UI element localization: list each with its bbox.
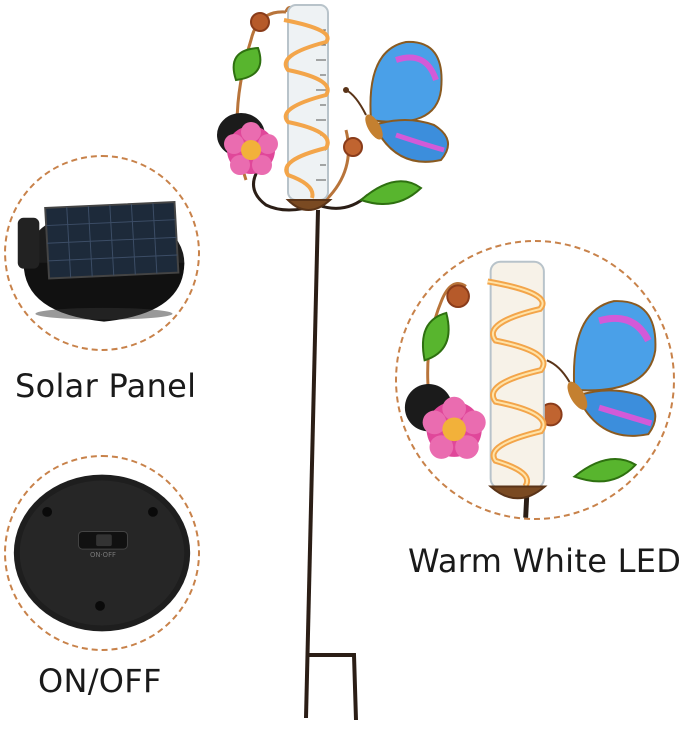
butterfly bbox=[343, 40, 449, 163]
copper-bead bbox=[343, 137, 363, 157]
screw-hole bbox=[148, 506, 158, 517]
solar-cells bbox=[44, 201, 180, 280]
solar-panel-label: Solar Panel bbox=[15, 367, 197, 405]
led-lit-image bbox=[404, 260, 657, 518]
flower bbox=[224, 122, 278, 175]
rain-gauge-stake bbox=[217, 4, 449, 721]
on-off-label: ON/OFF bbox=[38, 662, 162, 700]
screw-hole bbox=[95, 601, 105, 611]
leaf bbox=[359, 180, 423, 205]
copper-bead bbox=[250, 12, 270, 32]
tube-holder-cup bbox=[285, 199, 333, 211]
switch-engraving: ON·OFF bbox=[90, 551, 116, 559]
warm-white-led-label: Warm White LED bbox=[408, 542, 679, 580]
solar-panel-image bbox=[17, 201, 185, 322]
switch-housing-image: ON·OFF bbox=[13, 474, 191, 632]
switch-closeup: ON·OFF bbox=[4, 455, 200, 651]
stake bbox=[252, 169, 370, 721]
solar-panel-closeup bbox=[4, 155, 200, 351]
led-string-spiral bbox=[283, 18, 330, 199]
screw-hole bbox=[42, 506, 53, 517]
leaf bbox=[232, 46, 262, 82]
warm-white-led-closeup bbox=[395, 240, 675, 520]
